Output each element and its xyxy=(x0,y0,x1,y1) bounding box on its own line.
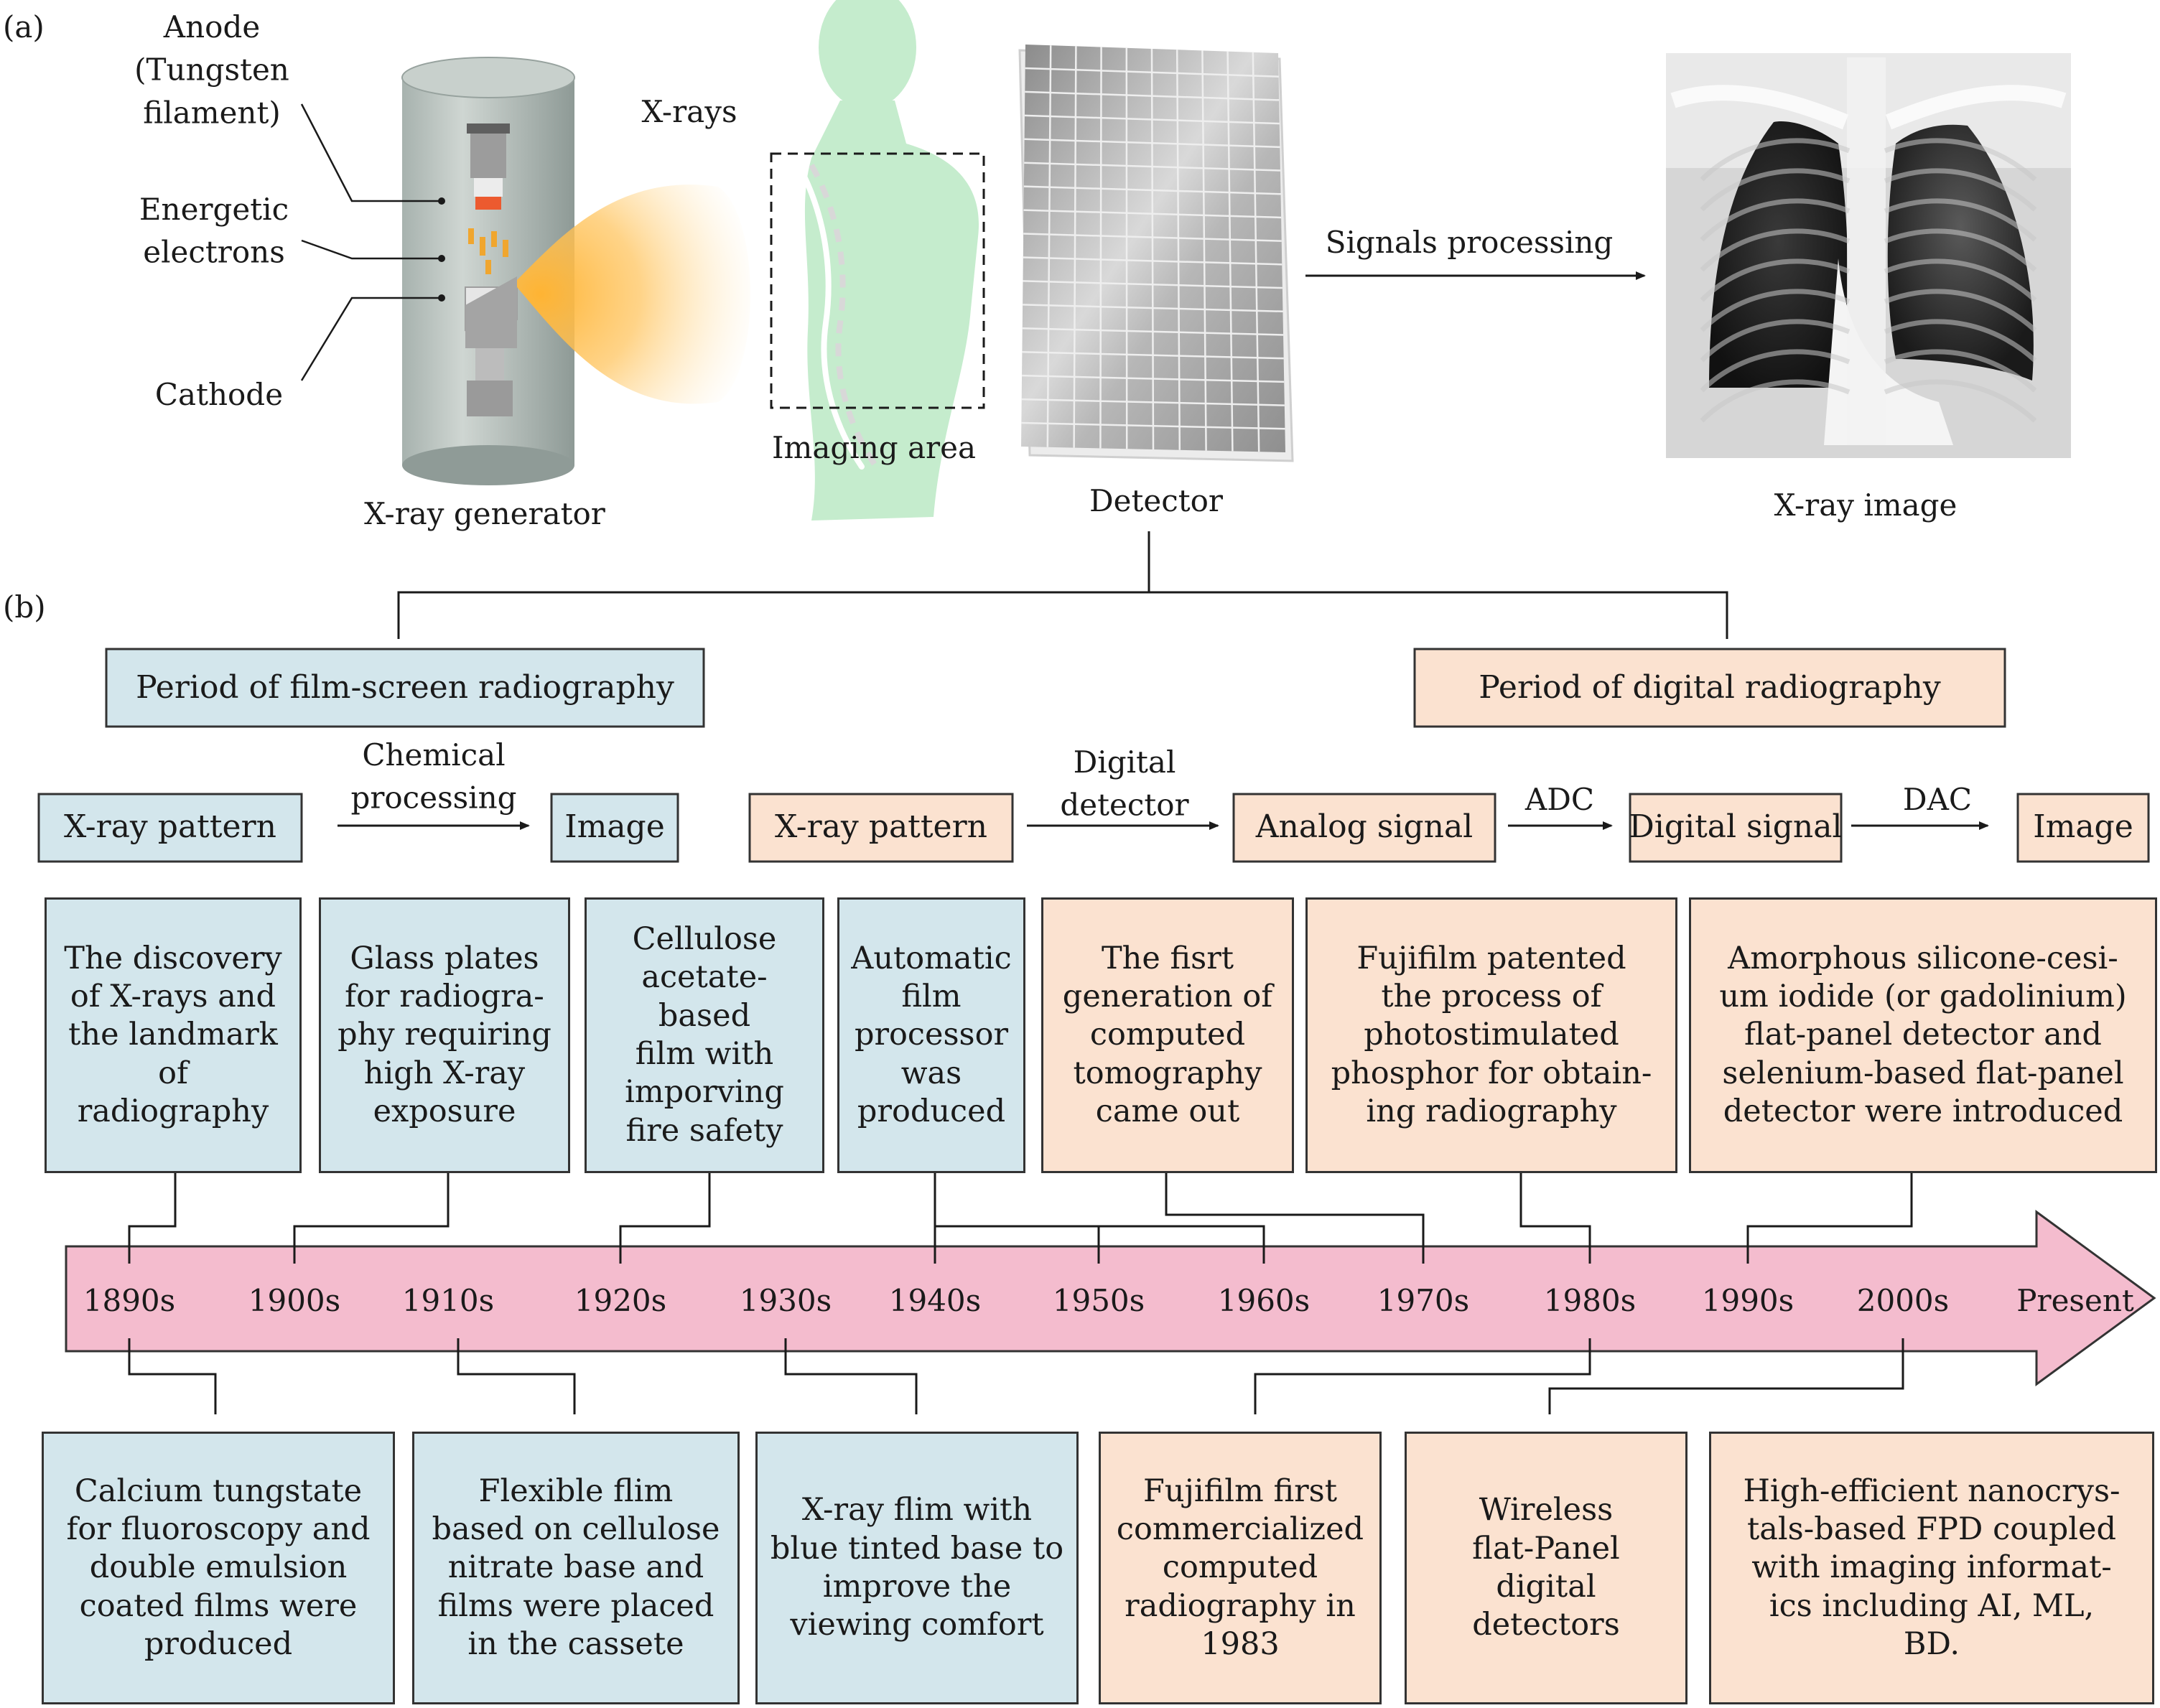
panel-b-label: (b) xyxy=(3,589,46,625)
top-connectors xyxy=(128,1169,1913,1264)
event-computed-radiography-1983: Fujifilm first commercialized computed r… xyxy=(1099,1432,1382,1704)
xray-beam xyxy=(517,185,750,404)
event-nanocrystal-fpd: High-efficient nanocrys- tals-based FPD … xyxy=(1709,1432,2154,1704)
flow-digital-image-box xyxy=(2016,793,2150,863)
adc-label: ADC xyxy=(1524,782,1594,817)
event-1990s-flat-panel-detector: Amorphous silicone-cesi- um iodide (or g… xyxy=(1689,897,2157,1173)
generator-cylinder-top xyxy=(401,57,575,98)
decade-label-1920s: 1920s xyxy=(574,1283,666,1318)
event-1970s-computed-tomography: The fisrt generation of computed tomogra… xyxy=(1041,897,1294,1173)
spine-line xyxy=(796,162,865,470)
tungsten-filament xyxy=(475,197,501,210)
decade-label-1900s: 1900s xyxy=(248,1283,340,1318)
signals-processing-label: Signals processing xyxy=(1326,225,1614,260)
event-flexible-film: Flexible flim based on cellulose nitrate… xyxy=(412,1432,740,1704)
cathode-leader-line xyxy=(300,297,442,381)
flow-analog-box xyxy=(1232,793,1496,863)
xray-image-label: X-ray image xyxy=(1774,487,1958,523)
decade-label-1950s: 1950s xyxy=(1053,1283,1145,1318)
electrons-leader-line xyxy=(301,239,442,260)
event-1980s-photostimulated-phosphor: Fujifilm patented the process of photost… xyxy=(1305,897,1677,1173)
decade-label-1930s: 1930s xyxy=(740,1283,832,1318)
decade-label-1940s: 1940s xyxy=(889,1283,981,1318)
flow-digital-image-label: Image xyxy=(2033,808,2133,845)
tree-branches xyxy=(397,591,1728,639)
flow-digital-pattern-box xyxy=(748,793,1014,863)
panel-a-label: (a) xyxy=(3,9,45,45)
detector-label: Detector xyxy=(1089,483,1224,518)
flow-digital-signal-box xyxy=(1629,793,1843,863)
decade-label-1910s: 1910s xyxy=(402,1283,494,1318)
event-1920s-cellulose-acetate: Cellulose acetate-based film with imporv… xyxy=(585,897,824,1173)
period-film-label: Period of film-screen radiography xyxy=(136,669,674,706)
event-calcium-tungstate: Calcium tungstate for fluoroscopy and do… xyxy=(42,1432,395,1704)
event-1900s-glass-plates: Glass plates for radiogra- phy requiring… xyxy=(319,897,570,1173)
dac-label: DAC xyxy=(1903,782,1972,817)
flow-digital-pattern-label: X-ray pattern xyxy=(775,808,987,845)
decade-label-1980s: 1980s xyxy=(1544,1283,1636,1318)
period-digital-box xyxy=(1413,648,2006,728)
flow-film-pattern-box xyxy=(37,793,303,863)
xrays-label: X-rays xyxy=(642,94,737,129)
event-1890s-discovery: The discovery of X-rays and the landmark… xyxy=(45,897,302,1173)
event-1940s-automatic-processor: Automatic film processor was produced xyxy=(837,897,1025,1173)
cathode-label: Cathode xyxy=(155,377,283,412)
decade-label-1970s: 1970s xyxy=(1377,1283,1469,1318)
period-film-box xyxy=(105,648,705,728)
timeline-arrow xyxy=(65,1210,2156,1386)
chest-xray-image xyxy=(1666,53,2071,458)
flow-film-image-box xyxy=(550,793,679,863)
event-wireless-flat-panel: Wireless flat-Panel digital detectors xyxy=(1405,1432,1688,1704)
imaging-area-box xyxy=(770,152,985,409)
imaging-area-label: Imaging area xyxy=(772,430,976,465)
flow-film-image-label: Image xyxy=(564,808,665,845)
flow-film-pattern-label: X-ray pattern xyxy=(64,808,276,845)
event-blue-tinted-film: X-ray flim with blue tinted base to impr… xyxy=(755,1432,1079,1704)
bottom-connectors xyxy=(128,1338,1904,1414)
decade-label-present: Present xyxy=(2016,1283,2134,1318)
vertebrae-line xyxy=(809,164,879,469)
detector-panel xyxy=(1018,45,1294,462)
decade-label-1890s: 1890s xyxy=(83,1283,175,1318)
decade-label-2000s: 2000s xyxy=(1857,1283,1949,1318)
generator-label: X-ray generator xyxy=(364,496,606,531)
anode-leader-line xyxy=(300,103,442,202)
decade-label-1960s: 1960s xyxy=(1218,1283,1310,1318)
period-digital-label: Period of digital radiography xyxy=(1479,669,1941,706)
generator-cylinder-bottom xyxy=(402,445,574,485)
decade-label-1990s: 1990s xyxy=(1702,1283,1794,1318)
flow-digital-signal-label: Digital signal xyxy=(1629,808,1842,845)
flow-analog-label: Analog signal xyxy=(1255,808,1474,845)
